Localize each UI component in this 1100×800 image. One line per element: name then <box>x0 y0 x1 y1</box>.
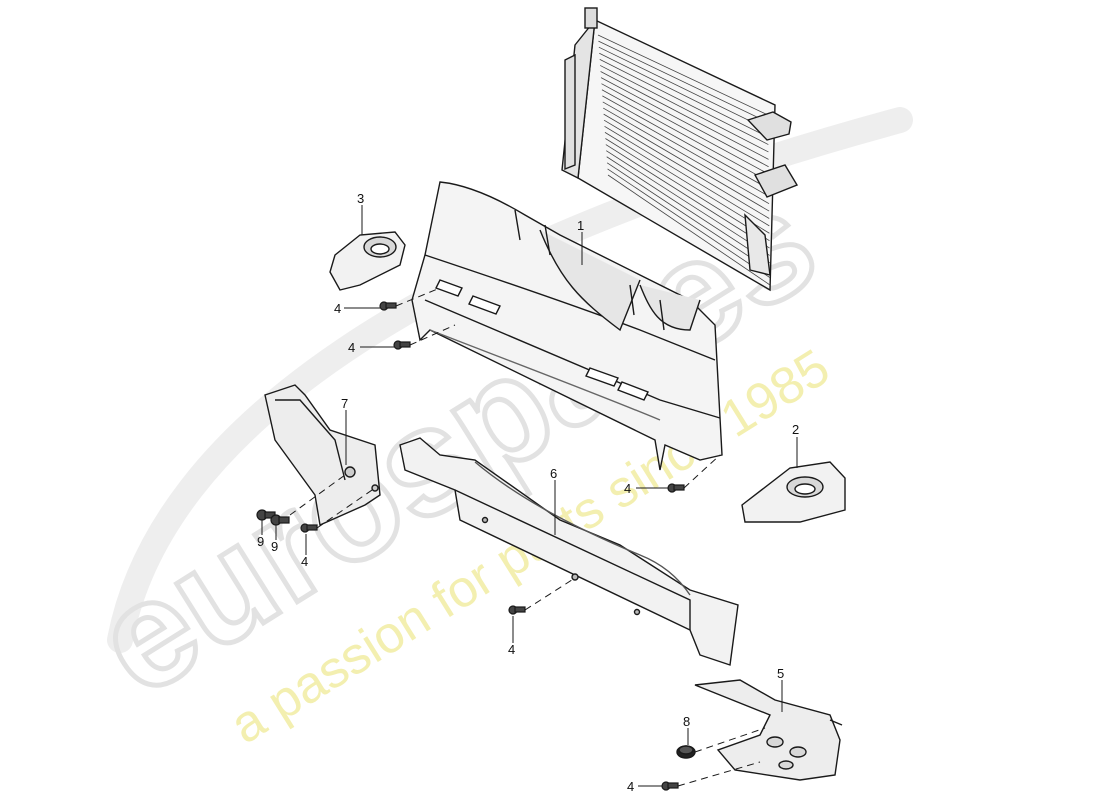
callout-4-f: 4 <box>627 779 634 794</box>
callout-4-d: 4 <box>301 554 308 569</box>
callout-4-b: 4 <box>348 340 355 355</box>
radiator <box>561 7 799 292</box>
radiator-fin <box>606 162 771 271</box>
radiator-fin <box>603 119 770 219</box>
callout-6: 6 <box>550 466 557 481</box>
callout-9-a: 9 <box>257 534 264 549</box>
callout-4-c: 4 <box>624 481 631 496</box>
radiator-fin <box>603 113 770 212</box>
screw-4f <box>661 781 679 791</box>
screw-4b <box>393 340 411 350</box>
part-3-trim-piece <box>329 231 406 291</box>
part-2-trim-piece <box>741 461 846 523</box>
callout-8: 8 <box>683 714 690 729</box>
bolt-9b <box>270 514 290 526</box>
callout-3: 3 <box>357 191 364 206</box>
part-1-air-duct <box>411 181 723 471</box>
radiator-fin <box>597 34 769 116</box>
radiator-fin <box>598 46 769 131</box>
callout-4-a: 4 <box>334 301 341 316</box>
callout-7: 7 <box>341 396 348 411</box>
radiator-fin <box>602 101 770 197</box>
radiator-fin <box>599 52 769 138</box>
radiator-fin <box>604 125 770 227</box>
radiator-fin <box>601 89 769 182</box>
callout-9-b: 9 <box>271 539 278 554</box>
radiator-fin <box>601 83 769 175</box>
callout-2: 2 <box>792 422 799 437</box>
radiator-fin <box>598 40 769 123</box>
radiator-fin <box>603 107 770 205</box>
part-7-side-duct <box>264 384 381 527</box>
part-6-lower-duct <box>399 437 739 666</box>
radiator-fin <box>604 132 770 234</box>
radiator-fin <box>600 77 769 168</box>
radiator-fin <box>606 150 770 256</box>
callout-4-e: 4 <box>508 642 515 657</box>
callout-1: 1 <box>577 218 584 233</box>
part-5-side-duct <box>694 679 843 781</box>
callout-5: 5 <box>777 666 784 681</box>
radiator-fin <box>600 71 769 160</box>
leader-lines <box>261 205 798 787</box>
callouts: 1 3 2 7 6 5 8 4 4 4 4 4 4 9 9 <box>257 191 799 794</box>
radiator-fin <box>605 138 770 241</box>
part-8-grommet <box>676 745 696 759</box>
radiator-fin <box>599 58 769 145</box>
screw-4a <box>379 301 397 311</box>
radiator-fin <box>606 156 770 264</box>
screw-4e <box>508 605 526 615</box>
screw-4c <box>667 483 685 493</box>
radiator-fin <box>599 65 769 153</box>
assembly-lines <box>289 287 766 787</box>
radiator-fin <box>607 174 771 286</box>
radiator-fin <box>602 95 770 190</box>
radiator-fin <box>607 168 771 278</box>
radiator-fin <box>605 144 770 249</box>
